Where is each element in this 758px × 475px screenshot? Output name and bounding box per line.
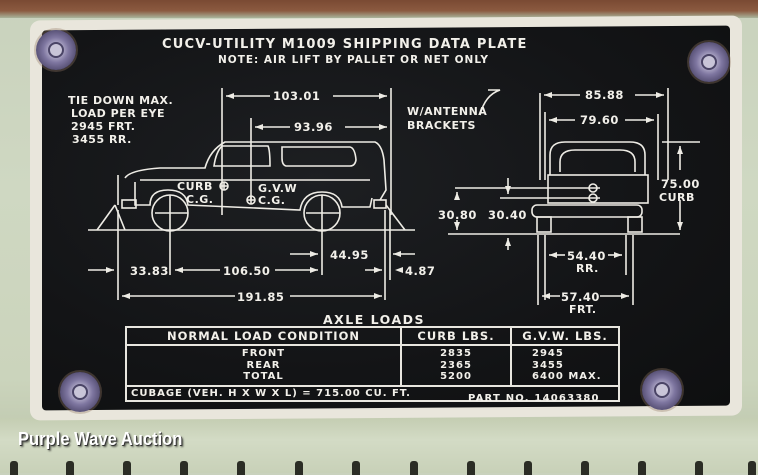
dim-curb-cg-height: 30.80: [438, 208, 477, 222]
dim-body-width: 79.60: [580, 113, 619, 127]
dim-rear-cg-offset: 44.95: [330, 248, 369, 262]
dim-front-track: 57.40: [561, 290, 600, 304]
vent-slot: [295, 461, 303, 475]
vent-slot: [638, 461, 646, 475]
vent-slot: [180, 461, 188, 475]
antenna-label-2: BRACKETS: [407, 119, 476, 132]
vent-slot: [748, 461, 756, 475]
gvw-cg-label: G.V.W: [258, 182, 298, 195]
tie-down-line3: 2945 FRT.: [71, 120, 136, 133]
row-rear-gvw: 3455: [532, 359, 564, 371]
vent-slot: [524, 461, 532, 475]
curb-cg-label-2: C.G.: [186, 193, 214, 206]
vent-slot: [123, 461, 131, 475]
dim-wheelbase: 106.50: [223, 264, 271, 278]
row-front-curb: 2835: [440, 348, 472, 359]
plate-note: NOTE: AIR LIFT BY PALLET OR NET ONLY: [218, 54, 489, 66]
vehicle-body-trim: [0, 0, 758, 18]
vent-slot: [581, 461, 589, 475]
watermark: Purple Wave Auction: [18, 429, 183, 449]
dim-front-overhang: 33.83: [130, 264, 169, 278]
col-condition: NORMAL LOAD CONDITION: [125, 326, 402, 346]
row-rear-condition: REAR: [246, 359, 281, 371]
row-total-condition: TOTAL: [243, 371, 284, 382]
tie-down-line2: LOAD PER EYE: [71, 107, 166, 120]
dim-rear-track-label: RR.: [576, 262, 599, 275]
axle-loads-heading: AXLE LOADS: [323, 312, 426, 327]
row-total-gvw: 6400 MAX.: [532, 371, 602, 382]
screw-icon: [689, 42, 729, 82]
vent-slot: [467, 461, 475, 475]
conditions-cell: FRONT REAR TOTAL: [125, 344, 402, 387]
dim-rear-track: 54.40: [567, 249, 606, 263]
dim-overall-length: 191.85: [237, 290, 285, 304]
screw-icon: [36, 30, 76, 70]
tie-down-line4: 3455 RR.: [72, 133, 132, 146]
dim-cab-to-rear: 93.96: [294, 120, 333, 134]
col-curb: CURB LBS.: [400, 326, 512, 346]
row-rear-curb: 2365: [440, 359, 472, 371]
row-front-condition: FRONT: [241, 348, 286, 359]
dim-gvw-cg-height: 30.40: [488, 208, 527, 222]
vent-slot: [237, 461, 245, 475]
curb-values-cell: 2835 2365 5200: [400, 344, 512, 387]
screw-icon: [60, 372, 100, 412]
tie-down-line1: TIE DOWN MAX.: [68, 94, 174, 107]
dim-width-antenna: 85.88: [585, 88, 624, 102]
axle-loads-table: NORMAL LOAD CONDITION CURB LBS. G.V.W. L…: [125, 326, 620, 402]
vent-slot: [695, 461, 703, 475]
vent-slot: [410, 461, 418, 475]
vent-slot: [352, 461, 360, 475]
dim-height-curb-label: CURB: [659, 191, 695, 204]
gvw-values-cell: 2945 3455 6400 MAX.: [510, 344, 620, 387]
antenna-label: W/ANTENNA: [407, 105, 488, 118]
row-front-gvw: 2945: [532, 348, 564, 359]
dim-front-track-label: FRT.: [569, 303, 597, 316]
dim-overall-top: 103.01: [273, 89, 321, 103]
row-total-curb: 5200: [440, 371, 472, 382]
curb-cg-label: CURB: [177, 180, 213, 193]
part-number: PART NO. 14063380: [468, 393, 600, 404]
gvw-cg-label-2: C.G.: [258, 194, 286, 207]
vent-slot: [66, 461, 74, 475]
dim-rear-eye-offset: 4.87: [405, 264, 436, 278]
col-gvw: G.V.W. LBS.: [510, 326, 620, 346]
screw-icon: [642, 370, 682, 410]
plate-title: CUCV-UTILITY M1009 SHIPPING DATA PLATE: [162, 37, 528, 52]
vent-slot: [10, 461, 18, 475]
cubage-row: CUBAGE (VEH. H X W X L) = 715.00 CU. FT.: [125, 384, 620, 402]
dim-height-curb: 75.00: [661, 177, 700, 191]
